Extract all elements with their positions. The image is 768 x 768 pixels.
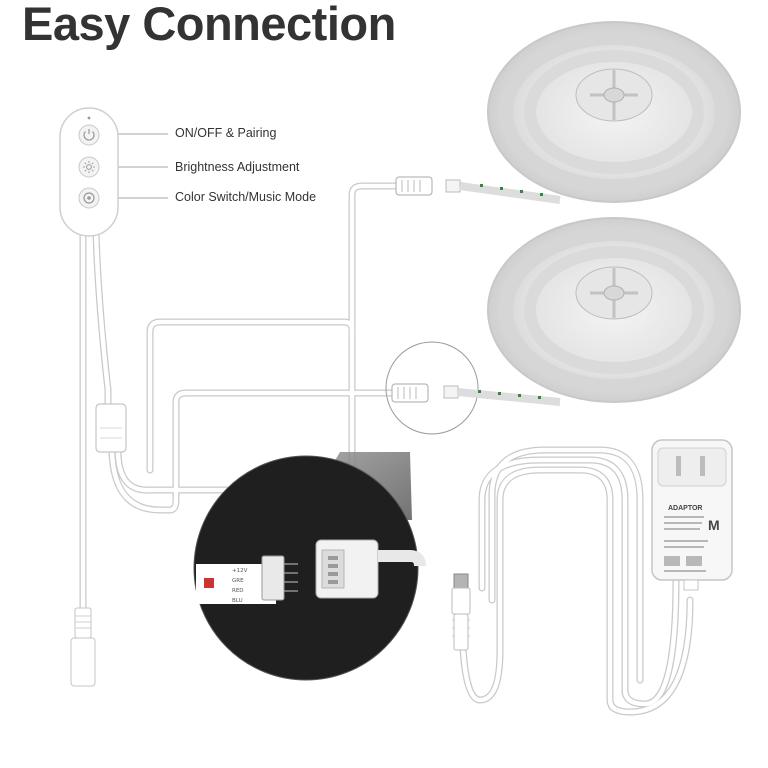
- dc-female-jack: [70, 607, 96, 687]
- brightness-icon: [78, 156, 100, 178]
- zoom-pin-2: GRE: [232, 578, 244, 584]
- label-brightness-adjustment: Brightness Adjustment: [175, 160, 300, 174]
- strip-connector-bottom: [385, 341, 479, 435]
- label-color-switch-music-mode: Color Switch/Music Mode: [175, 190, 317, 204]
- cable-routing: [79, 182, 694, 716]
- color-mode-icon: [78, 187, 100, 209]
- zoom-female-connector: [315, 539, 426, 599]
- dc-male-plug: [451, 573, 471, 651]
- adapter-brand: ADAPTOR: [668, 505, 702, 512]
- connector-zoom-view: +12V GRE RED BLU: [193, 452, 426, 681]
- zoom-pin-header: [261, 555, 298, 601]
- y-splitter: [95, 403, 127, 453]
- remote-controller: [59, 107, 119, 237]
- power-adapter: ADAPTOR M: [651, 439, 733, 591]
- label-on-off-pairing: ON/OFF & Pairing: [175, 126, 277, 140]
- power-icon: [78, 124, 100, 146]
- strip-connector-top: [395, 176, 461, 196]
- zoom-pin-4: BLU: [232, 598, 243, 604]
- adapter-mark: M: [708, 517, 720, 533]
- zoom-pin-1: +12V: [232, 568, 248, 574]
- led-strip-reel-bottom: [457, 217, 741, 406]
- zoom-pin-3: RED: [232, 588, 244, 594]
- led-strip-reel-top: [459, 21, 741, 204]
- page-title: Easy Connection: [22, 0, 396, 50]
